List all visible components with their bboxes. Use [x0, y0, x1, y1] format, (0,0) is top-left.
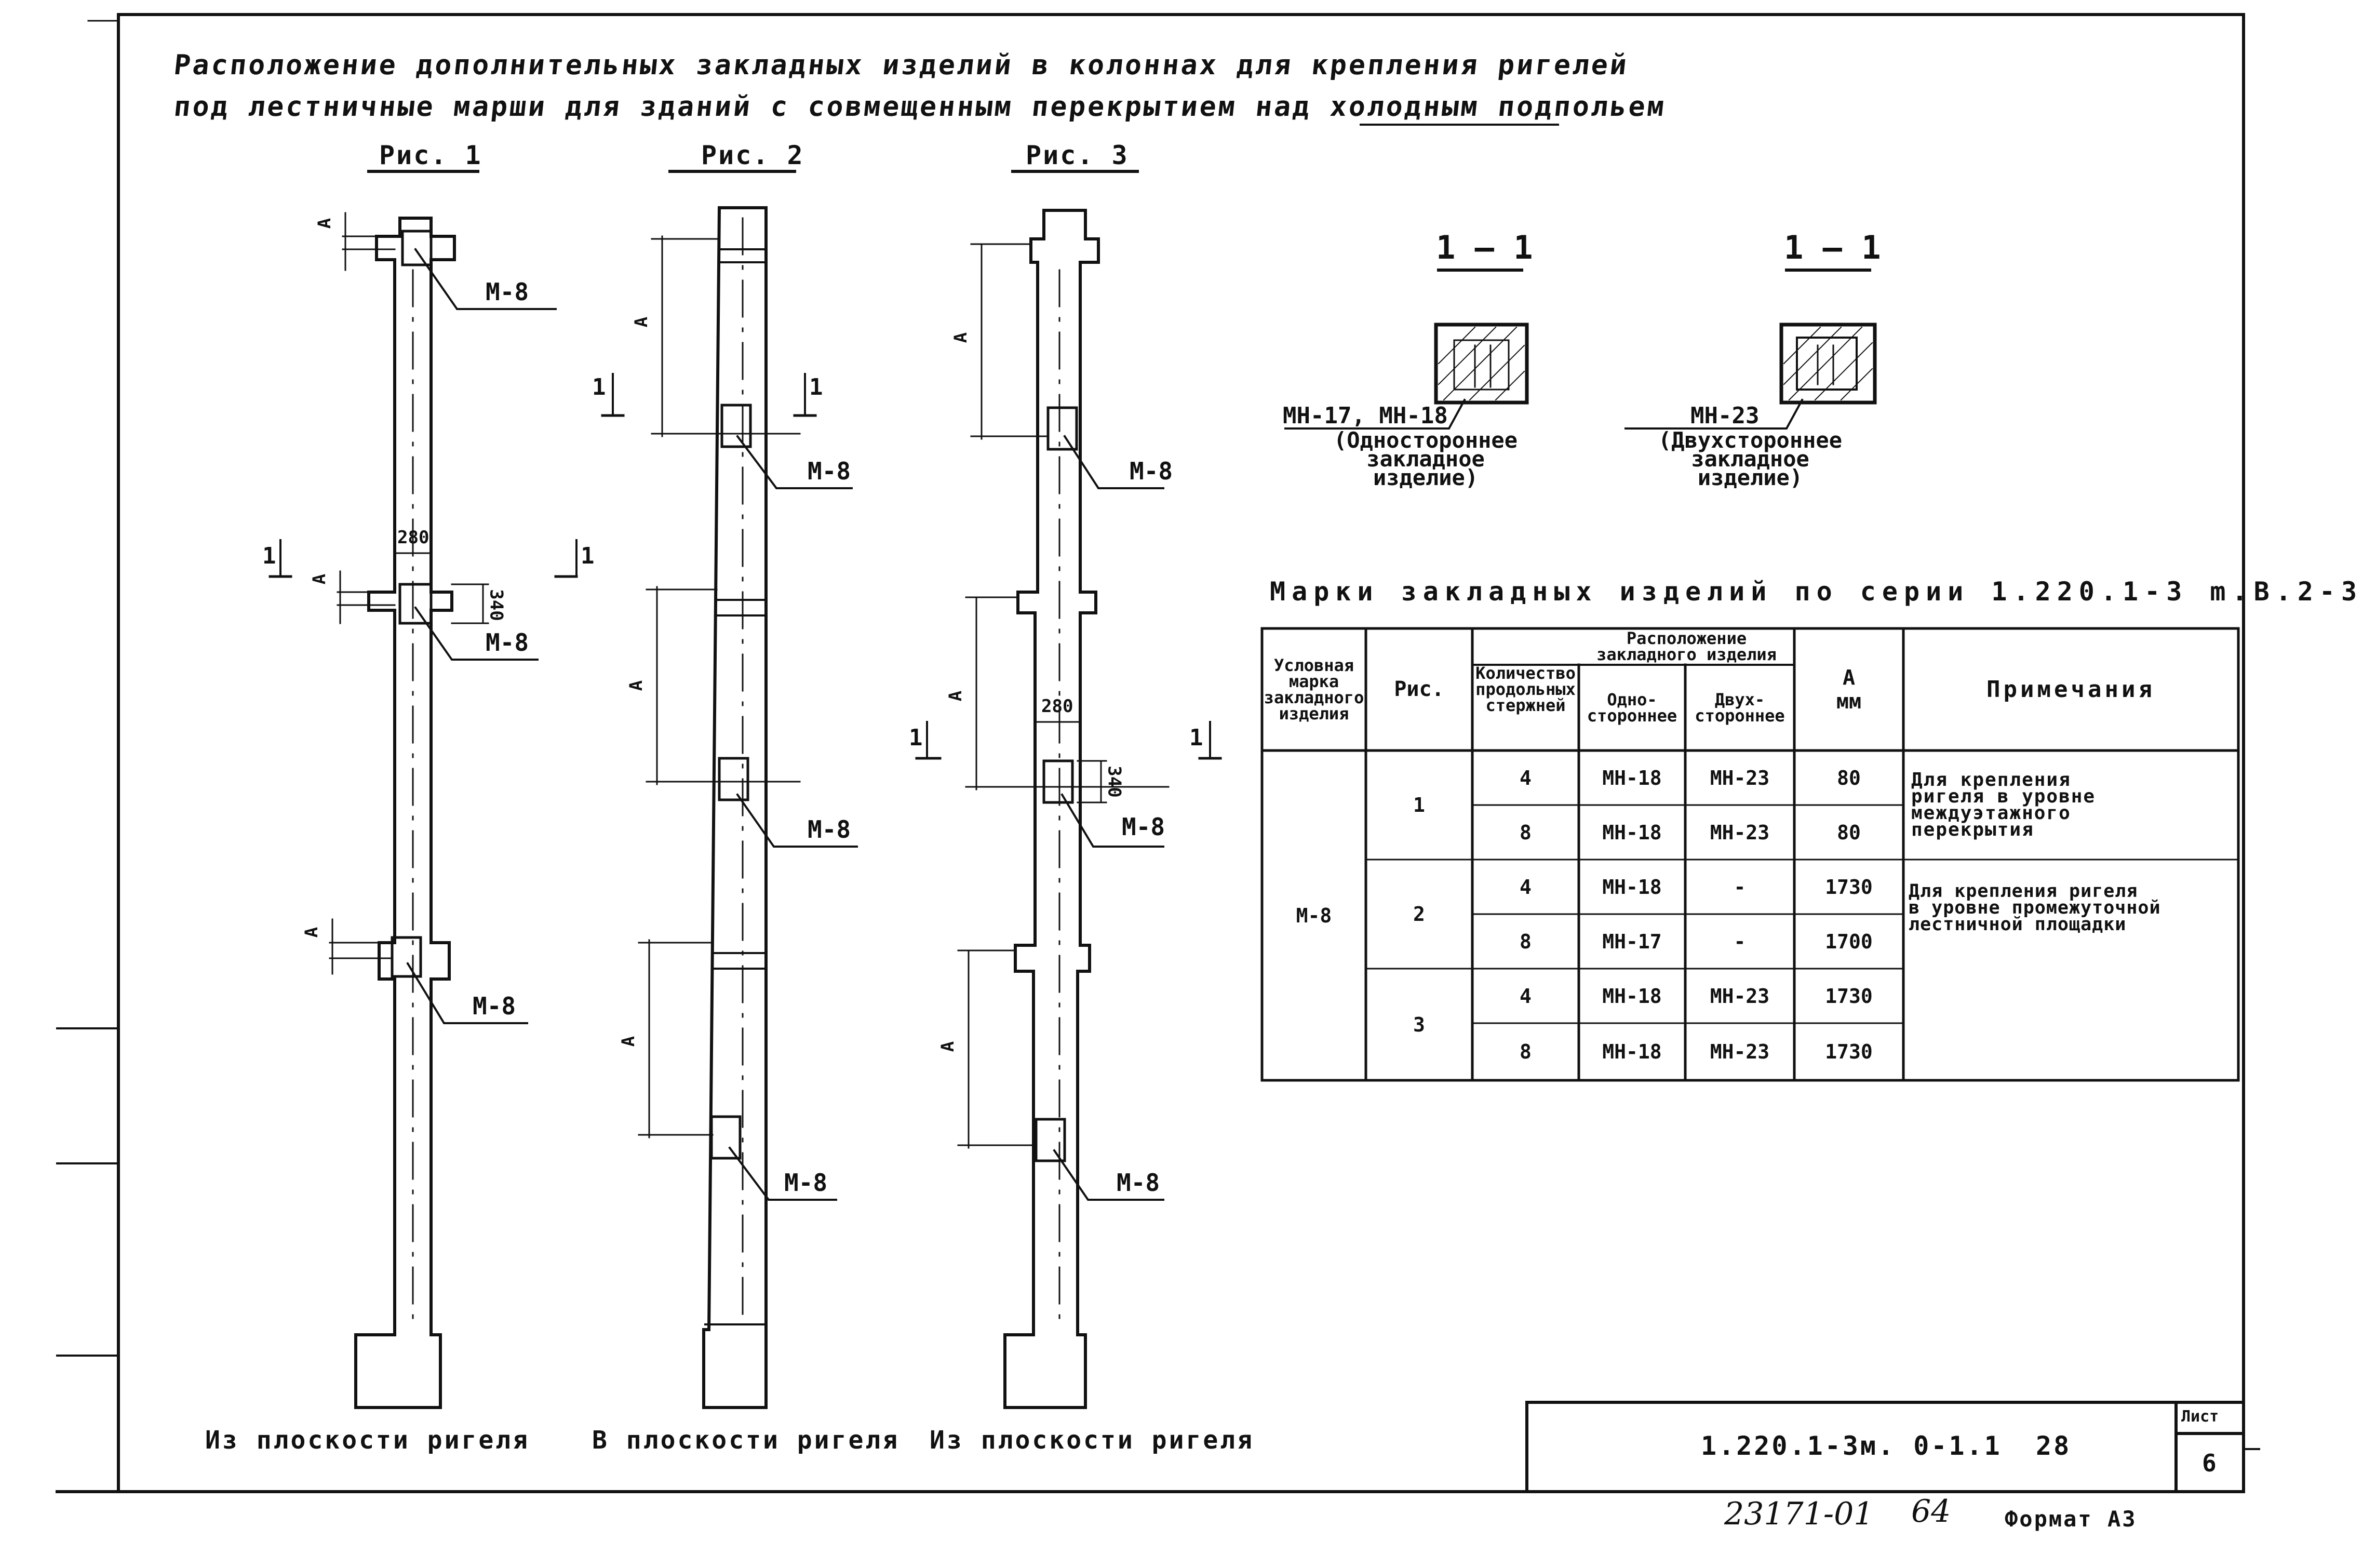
fig3-m8-mid: М-8: [1122, 813, 1165, 841]
cell-count: 8: [1520, 1040, 1532, 1063]
fig2-dim-a-bottom: А: [618, 1036, 639, 1047]
th-fig: Рис.: [1394, 677, 1444, 701]
fig2-caption: В плоскости ригеля: [592, 1426, 900, 1455]
cell-one: МН-17: [1602, 930, 1662, 953]
fig3-caption: Из плоскости ригеля: [930, 1426, 1255, 1455]
cell-one: МН-18: [1602, 766, 1662, 789]
fig2-m8-mid: М-8: [808, 815, 851, 843]
fig1-cut-right: 1: [581, 543, 595, 569]
title-line-1: Расположение дополнительных закладных из…: [172, 49, 1631, 81]
cell-fig-3: 3: [1413, 1013, 1425, 1036]
section2-mark-label: МН-23: [1690, 403, 1760, 429]
fig3-dim-a-bottom: А: [937, 1041, 959, 1052]
fig1-m8-bottom: М-8: [473, 992, 516, 1020]
drawing-linework: [56, 13, 2260, 1493]
section-two-sided: [1624, 269, 1877, 430]
fig1-cut-left: 1: [262, 543, 276, 569]
cell-one: МН-18: [1602, 1040, 1662, 1063]
title-block: [1525, 1401, 2260, 1493]
cell-one: МН-18: [1602, 875, 1662, 899]
fig2-m8-top: М-8: [808, 457, 851, 485]
stamp-sheet-number: 6: [2202, 1449, 2217, 1477]
cell-count: 4: [1520, 766, 1532, 789]
sheet-frame: [56, 13, 2245, 1493]
cell-two: -: [1734, 930, 1746, 953]
fig3-dim-280: 280: [1041, 696, 1073, 717]
handwritten-number-2: 64: [1911, 1493, 1951, 1530]
cell-a: 1730: [1825, 1040, 1873, 1063]
fig2-label: Рис. 2: [701, 140, 804, 170]
cell-a: 1730: [1825, 875, 1873, 899]
section-one-sided: [1284, 269, 1529, 430]
cell-fig-2: 2: [1413, 903, 1425, 926]
fig3-label: Рис. 3: [1026, 140, 1129, 170]
title-line-2: под лестничные марши для зданий с совмещ…: [172, 91, 1668, 123]
fig2-cut-left: 1: [592, 374, 606, 400]
fig2-dim-a-mid: А: [626, 680, 647, 691]
fig1-dim-340: 340: [486, 589, 507, 621]
section2-title: 1 — 1: [1784, 229, 1881, 266]
cell-count: 4: [1520, 875, 1532, 899]
cell-a: 1730: [1825, 984, 1873, 1008]
section1-title: 1 — 1: [1436, 229, 1533, 266]
series-title: Марки закладных изделий по серии 1.220.1…: [1270, 577, 2363, 607]
fig3-cut-left: 1: [909, 725, 923, 751]
cell-one: МН-18: [1602, 984, 1662, 1008]
cell-two: -: [1734, 875, 1746, 899]
stamp-sheet-label: Лист: [2181, 1408, 2219, 1426]
stamp-code: 1.220.1-3м. 0-1.1: [1701, 1431, 2002, 1461]
column-fig1: [268, 170, 578, 1409]
fig1-dim-280: 280: [397, 527, 429, 548]
fig3-dim-340: 340: [1104, 766, 1125, 798]
stamp-page: 28: [2036, 1431, 2072, 1461]
fig1-dim-a-bottom: А: [301, 927, 323, 938]
fig3-cut-right: 1: [1189, 725, 1203, 751]
format-label: Формат А3: [2005, 1506, 2137, 1532]
fig1-m8-mid: М-8: [486, 628, 529, 656]
drawing-sheet: Расположение дополнительных закладных из…: [56, 13, 2357, 1532]
fig2-m8-bottom: М-8: [784, 1169, 828, 1197]
fig1-label: Рис. 1: [379, 140, 482, 170]
fig1-caption: Из плоскости ригеля: [205, 1426, 530, 1455]
fig1-dim-a-top: А: [314, 218, 335, 229]
cell-mark: М-8: [1296, 904, 1332, 927]
cell-a: 1700: [1825, 930, 1873, 953]
fig3-dim-a-top: А: [950, 332, 972, 343]
cell-a: 80: [1837, 821, 1861, 844]
th-one-side: Одно-стороннее: [1587, 689, 1677, 726]
cell-a: 80: [1837, 766, 1861, 789]
cell-count: 4: [1520, 984, 1532, 1008]
cell-two: МН-23: [1710, 984, 1770, 1008]
fig3-m8-bottom: М-8: [1117, 1169, 1160, 1197]
column-fig2: [601, 170, 858, 1409]
cell-fig-1: 1: [1413, 794, 1425, 816]
cell-two: МН-23: [1710, 766, 1770, 789]
section1-mark-label: МН-17, МН-18: [1283, 403, 1448, 429]
column-fig3: [915, 170, 1222, 1409]
handwritten-number: 23171-01: [1724, 1496, 1874, 1532]
fig2-cut-right: 1: [809, 374, 823, 400]
fig1-m8-top: М-8: [486, 278, 529, 306]
fig2-dim-a-top: А: [631, 316, 652, 328]
cell-count: 8: [1520, 930, 1532, 953]
cell-count: 8: [1520, 821, 1532, 844]
table-grid: [1260, 627, 2240, 1082]
cell-one: МН-18: [1602, 821, 1662, 844]
fig1-dim-a-mid: А: [309, 573, 330, 585]
fig3-dim-a-mid: А: [945, 690, 966, 702]
cell-two: МН-23: [1710, 821, 1770, 844]
th-two-side: Двух-стороннее: [1695, 689, 1785, 726]
th-notes: Примечания: [1986, 676, 2155, 703]
fig3-m8-top: М-8: [1130, 457, 1173, 485]
cell-two: МН-23: [1710, 1040, 1770, 1063]
